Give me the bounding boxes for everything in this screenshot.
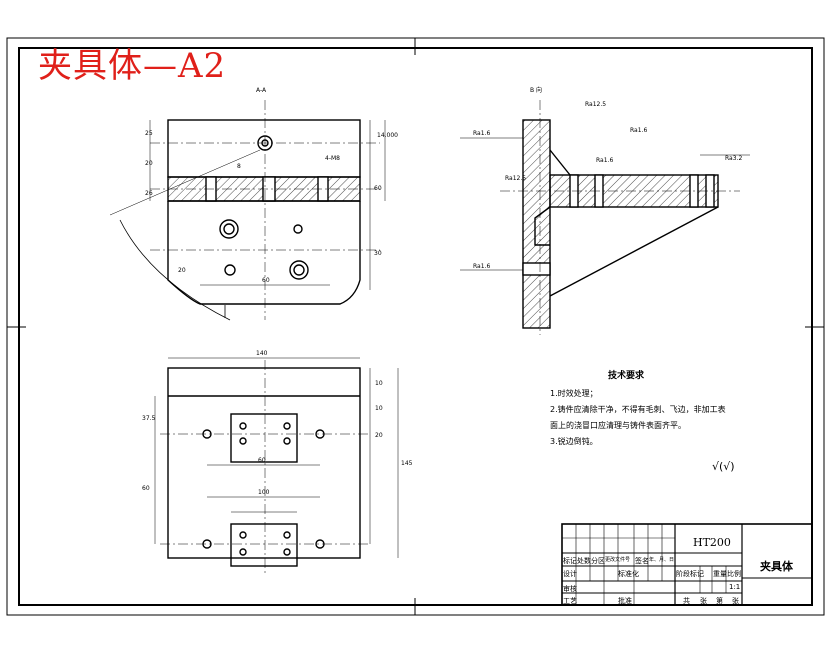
- tech-heading: 技术要求: [608, 371, 645, 381]
- view-label: B 向: [530, 86, 542, 94]
- dim-height-60: 60: [142, 485, 150, 492]
- tb-approve: 批准: [618, 597, 632, 605]
- tb-mark: 标记: [563, 557, 577, 565]
- dim-37-5: 37.5: [142, 415, 156, 422]
- dim-20-left: 20: [178, 267, 186, 274]
- tb-weight: 重量: [713, 570, 727, 578]
- dim-width: 140: [256, 350, 268, 357]
- plan-view-bottom-left: [154, 357, 399, 575]
- section-view-top-left: [109, 100, 386, 321]
- dim-60-top: 60: [374, 185, 382, 192]
- tb-standard: 标准化: [618, 570, 639, 578]
- tb-sign: 签名: [635, 557, 649, 565]
- tb-ratio: 比例: [727, 570, 741, 578]
- tb-scale: 1:1: [729, 583, 741, 591]
- tb-design: 设计: [563, 570, 577, 578]
- title-block: [561, 523, 813, 606]
- tb-sheet2: 张: [732, 597, 739, 605]
- tb-review: 审核: [563, 585, 577, 593]
- dim-25: 25: [145, 130, 153, 137]
- dim-hole-60: 60: [258, 457, 266, 464]
- tb-date: 年、月、日: [649, 557, 675, 563]
- dim-20-top: 20: [145, 160, 153, 167]
- material-label: HT200: [693, 536, 731, 549]
- tech-item-3: 面上的浇冒口应清理与铸件表面齐平。: [550, 421, 686, 430]
- dim-10b: 10: [375, 405, 383, 412]
- dim-60-bottom: 60: [262, 277, 270, 284]
- dim-4m8: 4-M8: [325, 155, 340, 162]
- surface-mark-2: Ra1.6: [473, 263, 490, 270]
- surface-mark-3: Ra1.6: [596, 157, 613, 164]
- dim-8: 8: [237, 163, 241, 170]
- part-name: 夹具体: [760, 560, 793, 573]
- tb-no: 第: [716, 597, 723, 605]
- tech-item-1: 1.时效处理；: [550, 389, 598, 398]
- surface-mark-1: Ra1.6: [473, 130, 490, 137]
- dim-20: 20: [375, 432, 383, 439]
- tb-zone: 分区: [591, 557, 605, 565]
- tech-item-2: 2.铸件应清除干净，不得有毛刺、飞边，非加工表: [550, 405, 726, 414]
- tb-stage: 阶段标记: [676, 570, 704, 578]
- surface-mark-7: Ra12.5: [505, 175, 526, 182]
- dim-10a: 10: [375, 380, 383, 387]
- dim-30: 30: [374, 250, 382, 257]
- section-label: A-A: [256, 87, 267, 94]
- tech-item-4: 3.锐边倒钝。: [550, 437, 598, 446]
- drawing-border: [6, 37, 825, 616]
- drawing-title: 夹具体—A2: [38, 46, 227, 86]
- tb-total: 共: [683, 597, 690, 605]
- roughness-symbol: √(√): [712, 460, 735, 473]
- tb-change: 更改文件号: [605, 557, 631, 563]
- tb-count: 处数: [577, 557, 591, 565]
- surface-mark-5: Ra3.2: [725, 155, 742, 162]
- tb-process: 工艺: [563, 597, 577, 605]
- side-view-top-right: [460, 100, 750, 335]
- surface-mark-6: Ra12.5: [585, 101, 606, 108]
- surface-mark-4: Ra1.6: [630, 127, 647, 134]
- dim-total: 145: [401, 460, 413, 467]
- dimension-labels: A-A B 向 140 37.5 60 60 100 10 10 20 145 …: [142, 86, 742, 496]
- tb-sheet1: 张: [700, 597, 707, 605]
- dim-hole-100: 100: [258, 489, 270, 496]
- dim-26: 26: [145, 190, 153, 197]
- dim-14: 14.000: [377, 132, 398, 139]
